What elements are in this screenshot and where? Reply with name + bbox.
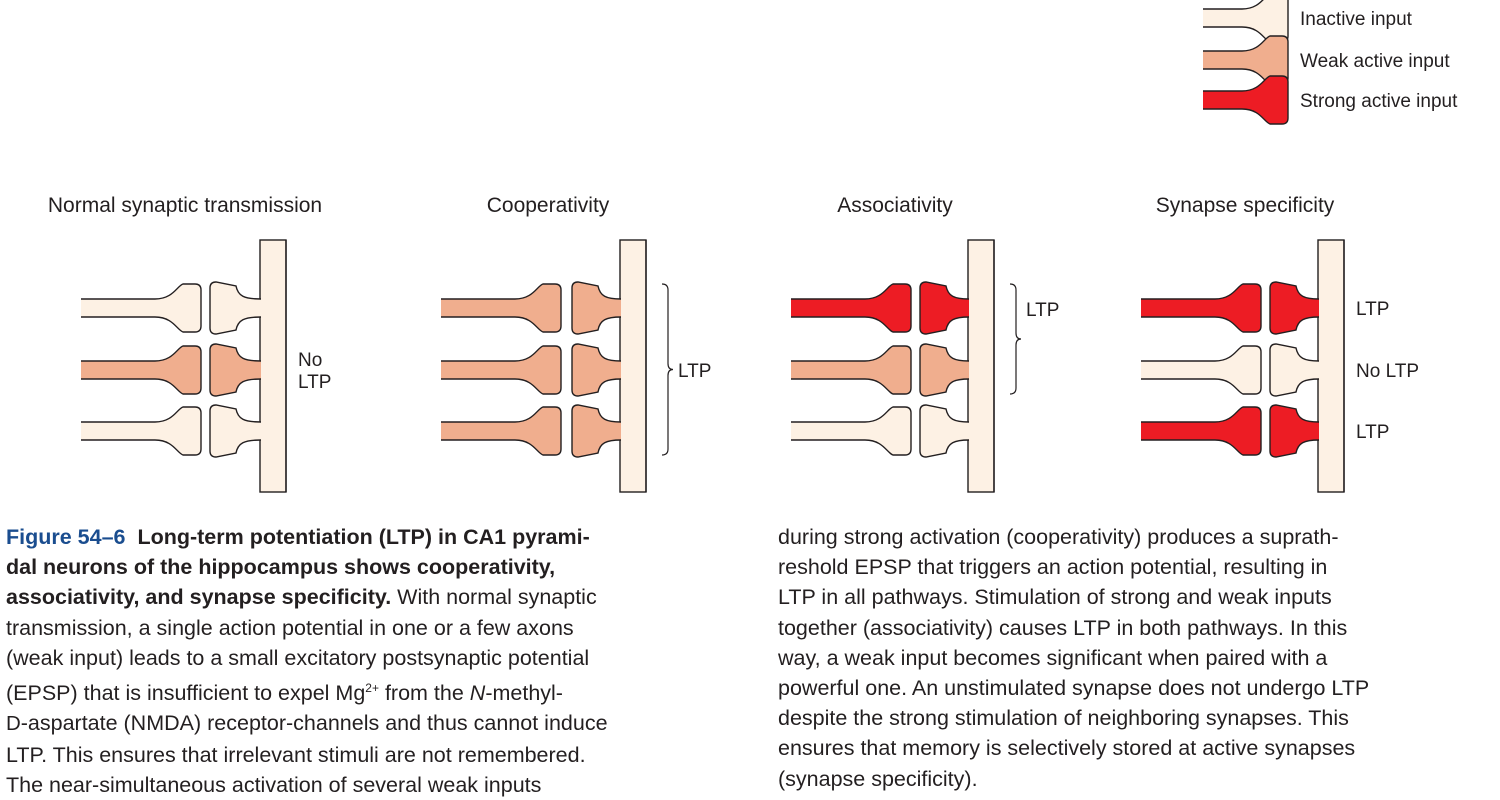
caption-right-line-7: ensures that memory is selectively store… [778, 736, 1356, 761]
caption-text-2: (weak input) leads to a small excitatory… [6, 645, 590, 670]
outcome-label: LTP [298, 372, 331, 393]
panel-title: Cooperativity [487, 194, 610, 217]
caption-line-6: (EPSP) that is insufficient to expel Mg2… [6, 673, 736, 708]
caption-title-line-3: associativity, and synapse specificity. [6, 585, 392, 610]
panel-title: Associativity [837, 194, 953, 217]
caption-right-line-0: during strong activation (cooperativity)… [778, 525, 1339, 549]
spine-inactive [919, 404, 970, 458]
spine-weak [571, 404, 622, 458]
spine-weak [571, 343, 622, 397]
caption-line-3: associativity, and synapse specificity. … [6, 582, 736, 612]
synapse-3-weak [441, 404, 622, 458]
legend-item-strong: Strong active input [1203, 75, 1458, 125]
legend-item-inactive: Inactive input [1203, 0, 1413, 43]
outcome-label: LTP [1026, 300, 1059, 321]
caption-title-line-2: dal neurons of the hippocampus shows coo… [6, 555, 556, 580]
synapse-3-strong [1141, 404, 1320, 458]
dendrite-shaft [259, 239, 287, 493]
caption-line-7: D-aspartate (NMDA) receptor-channels and… [6, 708, 736, 739]
bracket [1009, 283, 1022, 395]
synapse-1-inactive [81, 281, 262, 335]
caption-right-line-8: (synapse specificity). [778, 766, 978, 791]
spine-strong [919, 281, 970, 335]
legend-label-inactive: Inactive input [1300, 9, 1413, 30]
caption-line-1: Figure 54–6 Long-term potentiation (LTP)… [6, 522, 736, 552]
axon-weak [441, 406, 562, 456]
axon-strong [1141, 283, 1262, 333]
synapse-3-inactive [81, 404, 262, 458]
caption-italic-n: N [469, 681, 486, 706]
caption-text-3: (EPSP) that is insufficient to expel Mg [6, 681, 366, 706]
caption-text-5: from the [378, 681, 470, 706]
synapse-1-strong [791, 281, 970, 335]
axon-inactive [81, 283, 202, 333]
caption-smallcaps-d: D [6, 713, 21, 736]
outcome-label: LTP [1356, 422, 1389, 443]
synapse-3-inactive [791, 404, 970, 458]
dendrite-shaft [619, 239, 647, 493]
caption-right-line-2: LTP in all pathways. Stimulation of stro… [778, 585, 1332, 610]
caption-right-line-1: reshold EPSP that triggers an action pot… [778, 555, 1328, 580]
caption-left-column: Figure 54–6 Long-term potentiation (LTP)… [6, 522, 736, 800]
caption-title-line-1: Long-term potentiation (LTP) in CA1 pyra… [137, 525, 590, 549]
synapse-1-strong [1141, 281, 1320, 335]
outcome-label: LTP [678, 361, 711, 382]
caption-text-7: -methyl- [485, 681, 563, 706]
spine-weak [919, 343, 970, 397]
spine-strong [1269, 404, 1320, 458]
axon-inactive [1141, 345, 1262, 395]
axon-weak [791, 345, 912, 395]
spine-weak [209, 343, 262, 397]
spine-inactive [209, 281, 262, 335]
caption-right-column: during strong activation (cooperativity)… [778, 522, 1498, 794]
synapse-2-weak [441, 343, 622, 397]
caption-text-0: With normal synaptic [391, 585, 597, 610]
spine-strong [1269, 281, 1320, 335]
spine-weak [571, 281, 622, 335]
caption-right-line-6: despite the strong stimulation of neighb… [778, 706, 1349, 731]
legend-swatch-strong [1203, 75, 1289, 125]
legend-item-weak: Weak active input [1203, 35, 1450, 85]
axon-weak [81, 345, 202, 395]
caption-right-line-4: way, a weak input becomes significant wh… [778, 645, 1328, 670]
panel-title: Normal synaptic transmission [48, 194, 322, 217]
synapse-1-weak [441, 281, 622, 335]
synapse-2-inactive [1141, 343, 1320, 397]
legend-label-strong: Strong active input [1300, 91, 1458, 112]
caption-text-11: The near-simultaneous activation of seve… [6, 772, 542, 797]
panel-title: Synapse specificity [1156, 194, 1335, 217]
bracket [661, 283, 674, 456]
outcome-label: No LTP [1356, 361, 1419, 382]
spine-inactive [209, 404, 262, 458]
outcome-label: No [298, 350, 322, 371]
axon-inactive [791, 406, 912, 456]
spine-inactive [1269, 343, 1320, 397]
dendrite-shaft [967, 239, 995, 493]
axon-inactive [81, 406, 202, 456]
outcome-label: LTP [1356, 299, 1389, 320]
caption-text-1: transmission, a single action potential … [6, 615, 574, 640]
caption-text-10: LTP. This ensures that irrelevant stimul… [6, 742, 586, 767]
axon-weak [441, 283, 562, 333]
caption-right-line-3: together (associativity) causes LTP in b… [778, 615, 1348, 640]
figure-number: Figure 54–6 [6, 525, 126, 549]
axon-strong [791, 283, 912, 333]
legend-swatch-inactive [1203, 0, 1289, 43]
axon-weak [441, 345, 562, 395]
legend-label-weak: Weak active input [1300, 51, 1450, 72]
dendrite-shaft [1317, 239, 1345, 493]
caption-right-line-5: powerful one. An unstimulated synapse do… [778, 676, 1370, 701]
axon-strong [1141, 406, 1262, 456]
synapse-2-weak [791, 343, 970, 397]
synapse-2-weak [81, 343, 262, 397]
caption-superscript: 2+ [365, 681, 379, 696]
caption-text-9: -aspartate (NMDA) receptor-channels and … [20, 711, 608, 736]
